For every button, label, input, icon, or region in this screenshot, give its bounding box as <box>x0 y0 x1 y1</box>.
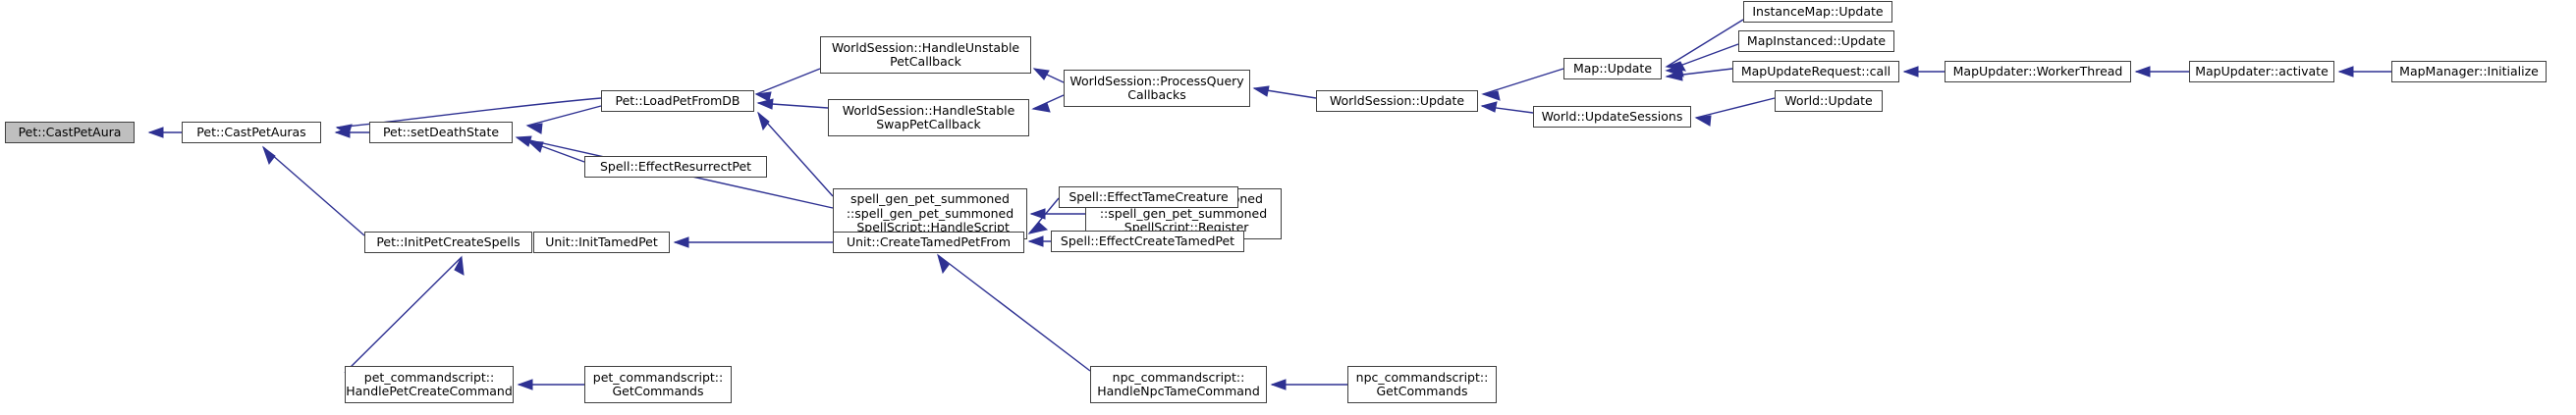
graph-node-n6[interactable]: WorldSession::HandleUnstable PetCallback <box>820 36 1031 74</box>
graph-node-n25[interactable]: pet_commandscript:: HandlePetCreateComma… <box>345 366 514 403</box>
call-edge <box>757 112 834 197</box>
edge-arrowhead <box>756 98 774 110</box>
call-edge <box>937 254 1091 372</box>
edge-arrowhead <box>335 124 353 135</box>
graph-node-n0[interactable]: Pet::CastPetAura <box>5 122 135 143</box>
call-edge <box>526 105 602 127</box>
edge-arrowhead <box>1029 208 1046 220</box>
graph-node-n8[interactable]: spell_gen_pet_summoned ::spell_gen_pet_s… <box>833 188 1027 239</box>
graph-node-n1[interactable]: Pet::CastPetAuras <box>182 122 321 143</box>
call-edge <box>1482 68 1564 95</box>
edge-arrowhead <box>1481 90 1501 101</box>
graph-node-n23[interactable]: Spell::EffectTameCreature <box>1059 186 1238 208</box>
edge-arrowhead <box>2337 66 2354 78</box>
call-edge <box>1695 97 1776 119</box>
edge-arrowhead <box>1902 66 1919 78</box>
graph-node-n26[interactable]: pet_commandscript:: GetCommands <box>584 366 732 403</box>
call-edge <box>1032 94 1065 110</box>
edge-arrowhead <box>2134 66 2151 78</box>
graph-node-n16[interactable]: MapUpdateRequest::call <box>1732 61 1899 82</box>
graph-node-n19[interactable]: MapUpdater::activate <box>2189 61 2334 82</box>
graph-node-n12[interactable]: Map::Update <box>1563 58 1662 79</box>
edge-arrowhead <box>1032 68 1050 80</box>
graph-node-n4[interactable]: Spell::EffectResurrectPet <box>584 156 767 178</box>
edge-arrowhead <box>517 379 533 390</box>
call-edge <box>1666 43 1739 72</box>
edge-arrowhead <box>515 135 532 147</box>
edge-arrowhead <box>1270 379 1287 390</box>
edge-arrowhead <box>1031 102 1051 113</box>
edge-arrowhead <box>1665 61 1686 72</box>
graph-node-n20[interactable]: MapManager::Initialize <box>2391 61 2547 82</box>
graph-node-n10[interactable]: WorldSession::ProcessQuery Callbacks <box>1064 70 1250 107</box>
edge-arrowhead <box>673 236 689 248</box>
call-edge <box>1666 68 1733 78</box>
graph-node-n13[interactable]: World::UpdateSessions <box>1533 106 1691 128</box>
edge-arrowhead <box>1027 235 1044 247</box>
edge-arrowhead <box>454 255 465 276</box>
call-edge <box>527 140 585 163</box>
graph-node-n27[interactable]: npc_commandscript:: HandleNpcTameCommand <box>1090 366 1267 403</box>
edge-arrowhead <box>757 111 770 131</box>
edge-arrowhead <box>147 127 164 138</box>
graph-node-n3[interactable]: Pet::LoadPetFromDB <box>601 90 754 112</box>
edge-arrowhead <box>526 140 544 153</box>
graph-node-n28[interactable]: npc_commandscript:: GetCommands <box>1347 366 1497 403</box>
edge-arrowhead <box>1665 70 1683 81</box>
graph-node-n11[interactable]: WorldSession::Update <box>1316 90 1478 112</box>
edge-arrowhead <box>754 91 772 102</box>
graph-node-n22[interactable]: Unit::CreateTamedPetFrom <box>833 232 1024 253</box>
graph-node-n15[interactable]: MapInstanced::Update <box>1738 30 1894 52</box>
edge-arrowhead <box>1694 115 1712 127</box>
call-edge <box>344 256 463 374</box>
edge-arrowhead <box>1665 67 1684 78</box>
edge-arrowhead <box>1480 101 1498 113</box>
call-edge <box>757 102 829 109</box>
call-edge <box>1666 19 1744 68</box>
graph-node-n14[interactable]: InstanceMap::Update <box>1743 1 1892 23</box>
edge-arrowhead <box>1252 85 1270 97</box>
graph-node-n2[interactable]: Pet::setDeathState <box>369 122 513 143</box>
edge-arrowhead <box>334 127 351 138</box>
graph-node-n7[interactable]: WorldSession::HandleStable SwapPetCallba… <box>828 99 1029 136</box>
graph-node-n5[interactable]: Pet::InitPetCreateSpells <box>364 232 532 253</box>
edge-arrowhead <box>261 145 276 166</box>
call-edge <box>1253 87 1317 99</box>
call-edge <box>1481 105 1534 114</box>
edge-arrowhead <box>525 123 543 134</box>
call-edge <box>1033 68 1065 83</box>
graph-node-n21[interactable]: Unit::InitTamedPet <box>533 232 670 253</box>
call-edge <box>755 68 821 95</box>
graph-node-n24[interactable]: Spell::EffectCreateTamedPet <box>1051 231 1244 252</box>
edge-arrowhead <box>1027 222 1049 234</box>
call-edge <box>262 146 365 236</box>
edge-arrowhead <box>937 253 950 275</box>
graph-node-n17[interactable]: World::Update <box>1775 90 1883 112</box>
graph-node-n18[interactable]: MapUpdater::WorkerThread <box>1945 61 2131 82</box>
call-edge <box>1028 197 1060 234</box>
